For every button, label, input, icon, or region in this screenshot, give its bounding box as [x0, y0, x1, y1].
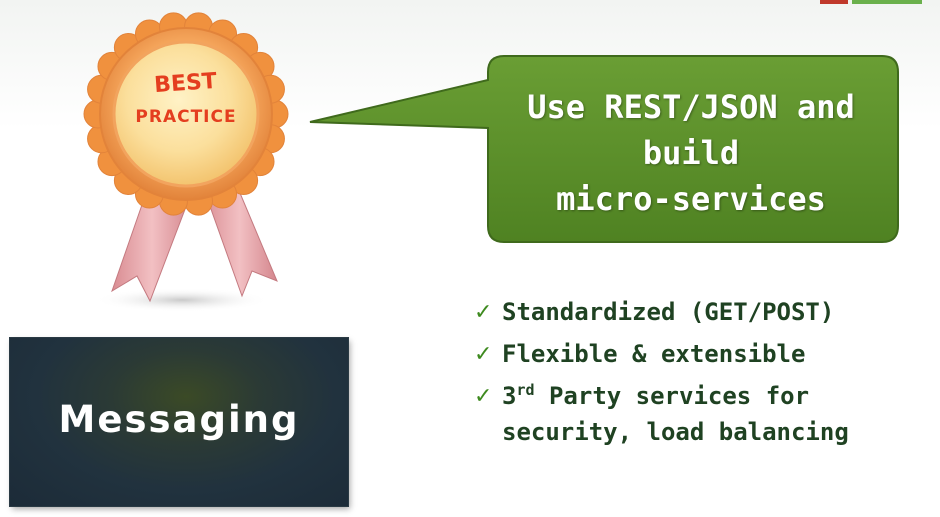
checkmark-icon: ✓: [474, 384, 493, 409]
corner-thumbnail-red: [820, 0, 848, 4]
bullet-superscript: rd: [516, 381, 535, 399]
badge-line1: BEST: [153, 69, 217, 98]
speech-bubble: [309, 55, 899, 243]
bullet-rest: Party services for security, load balanc…: [502, 382, 849, 446]
speech-bubble-shape: [309, 55, 899, 243]
bullet-text-third: 3rd Party services for security, load ba…: [502, 380, 849, 449]
corner-thumbnail-green: [852, 0, 922, 4]
messaging-box: Messaging: [10, 338, 348, 506]
bullet-text: Standardized (GET/POST): [502, 298, 835, 326]
bullet-list: ✓ Standardized (GET/POST) ✓ Flexible & e…: [474, 296, 934, 458]
bubble-line-1: Use REST/JSON and: [527, 88, 855, 126]
speech-bubble-text: Use REST/JSON and build micro-services: [486, 64, 896, 242]
bubble-line-3: micro-services: [556, 180, 826, 218]
badge-shadow: [94, 288, 270, 312]
list-item: ✓ Standardized (GET/POST): [474, 296, 934, 329]
list-item: ✓ 3rd Party services for security, load …: [474, 380, 934, 449]
bullet-prefix: 3: [502, 382, 517, 410]
messaging-label: Messaging: [58, 397, 300, 441]
badge-line2: PRACTICE: [135, 107, 236, 127]
checkmark-icon: ✓: [474, 342, 493, 367]
bubble-line-2: build: [642, 134, 740, 172]
bullet-text: Flexible & extensible: [502, 340, 806, 368]
checkmark-icon: ✓: [474, 300, 493, 325]
list-item: ✓ Flexible & extensible: [474, 338, 934, 371]
best-practice-badge-icon: BEST PRACTICE: [83, 12, 289, 312]
